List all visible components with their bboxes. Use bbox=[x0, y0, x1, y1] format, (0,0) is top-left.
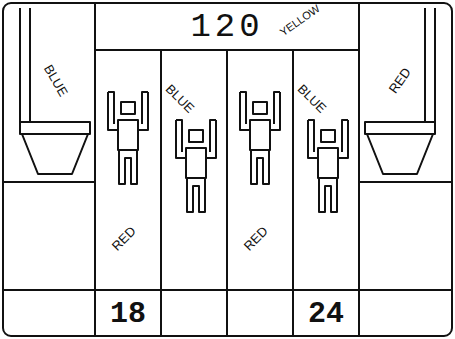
row-line bbox=[359, 181, 452, 183]
colour-label: YELLOW bbox=[278, 2, 322, 37]
column-line bbox=[160, 50, 162, 336]
row-line bbox=[3, 181, 95, 183]
column-line bbox=[358, 3, 360, 336]
colour-label: BLUE bbox=[163, 81, 196, 114]
player-figure bbox=[108, 92, 148, 184]
bucket-symbol bbox=[20, 8, 90, 174]
column-line bbox=[292, 50, 294, 336]
player-figure bbox=[240, 92, 280, 184]
score-display: 24 bbox=[308, 299, 344, 329]
colour-label: BLUE bbox=[295, 81, 328, 114]
score-display: 18 bbox=[110, 299, 146, 329]
bucket-symbol bbox=[365, 8, 435, 174]
player-figure bbox=[176, 120, 216, 212]
colour-label: RED bbox=[242, 224, 271, 253]
colour-label: RED bbox=[387, 65, 413, 95]
colour-label: RED bbox=[110, 224, 139, 253]
timer-display: 120 bbox=[190, 10, 263, 44]
screen-border bbox=[3, 3, 452, 336]
column-line bbox=[94, 3, 96, 336]
column-line bbox=[226, 50, 228, 336]
player-figure bbox=[308, 120, 348, 212]
row-line bbox=[3, 289, 452, 291]
colour-label: BLUE bbox=[42, 62, 70, 98]
